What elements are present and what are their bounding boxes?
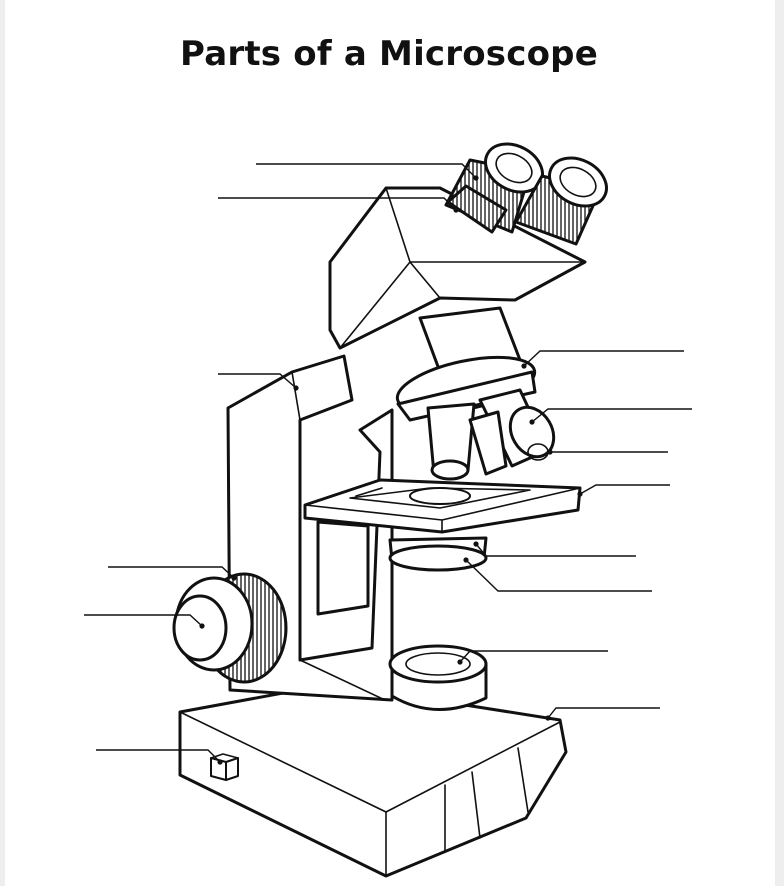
illuminator xyxy=(388,644,488,711)
objective-tip-label-line xyxy=(547,449,668,455)
fine-focus-knob xyxy=(172,594,228,662)
arm-label-line xyxy=(218,373,299,391)
eyepiece-left xyxy=(444,142,544,234)
illuminator-label-line xyxy=(457,650,608,665)
diaphragm-label-line xyxy=(463,557,652,592)
coarse-focus-label-line xyxy=(108,566,237,581)
objective-lenses xyxy=(426,388,556,481)
eyepiece-right xyxy=(514,156,608,246)
condenser-label-line xyxy=(473,541,636,557)
objective-lenses-label-line xyxy=(529,408,692,425)
eyepiece-label-line xyxy=(256,163,479,181)
stage xyxy=(303,478,582,534)
stage-label-line xyxy=(577,484,670,497)
power-switch xyxy=(210,753,239,781)
base xyxy=(178,682,568,878)
power-switch-label-line xyxy=(96,749,223,765)
fine-focus-label-line xyxy=(84,614,205,629)
revolving-nosepiece-label-line xyxy=(521,350,684,369)
condenser xyxy=(388,536,488,572)
page-title: Parts of a Microscope xyxy=(180,34,598,74)
stage-support xyxy=(316,520,370,616)
head xyxy=(328,186,587,350)
diopter-ring-label-line xyxy=(218,197,459,213)
base-label-line xyxy=(545,707,660,721)
